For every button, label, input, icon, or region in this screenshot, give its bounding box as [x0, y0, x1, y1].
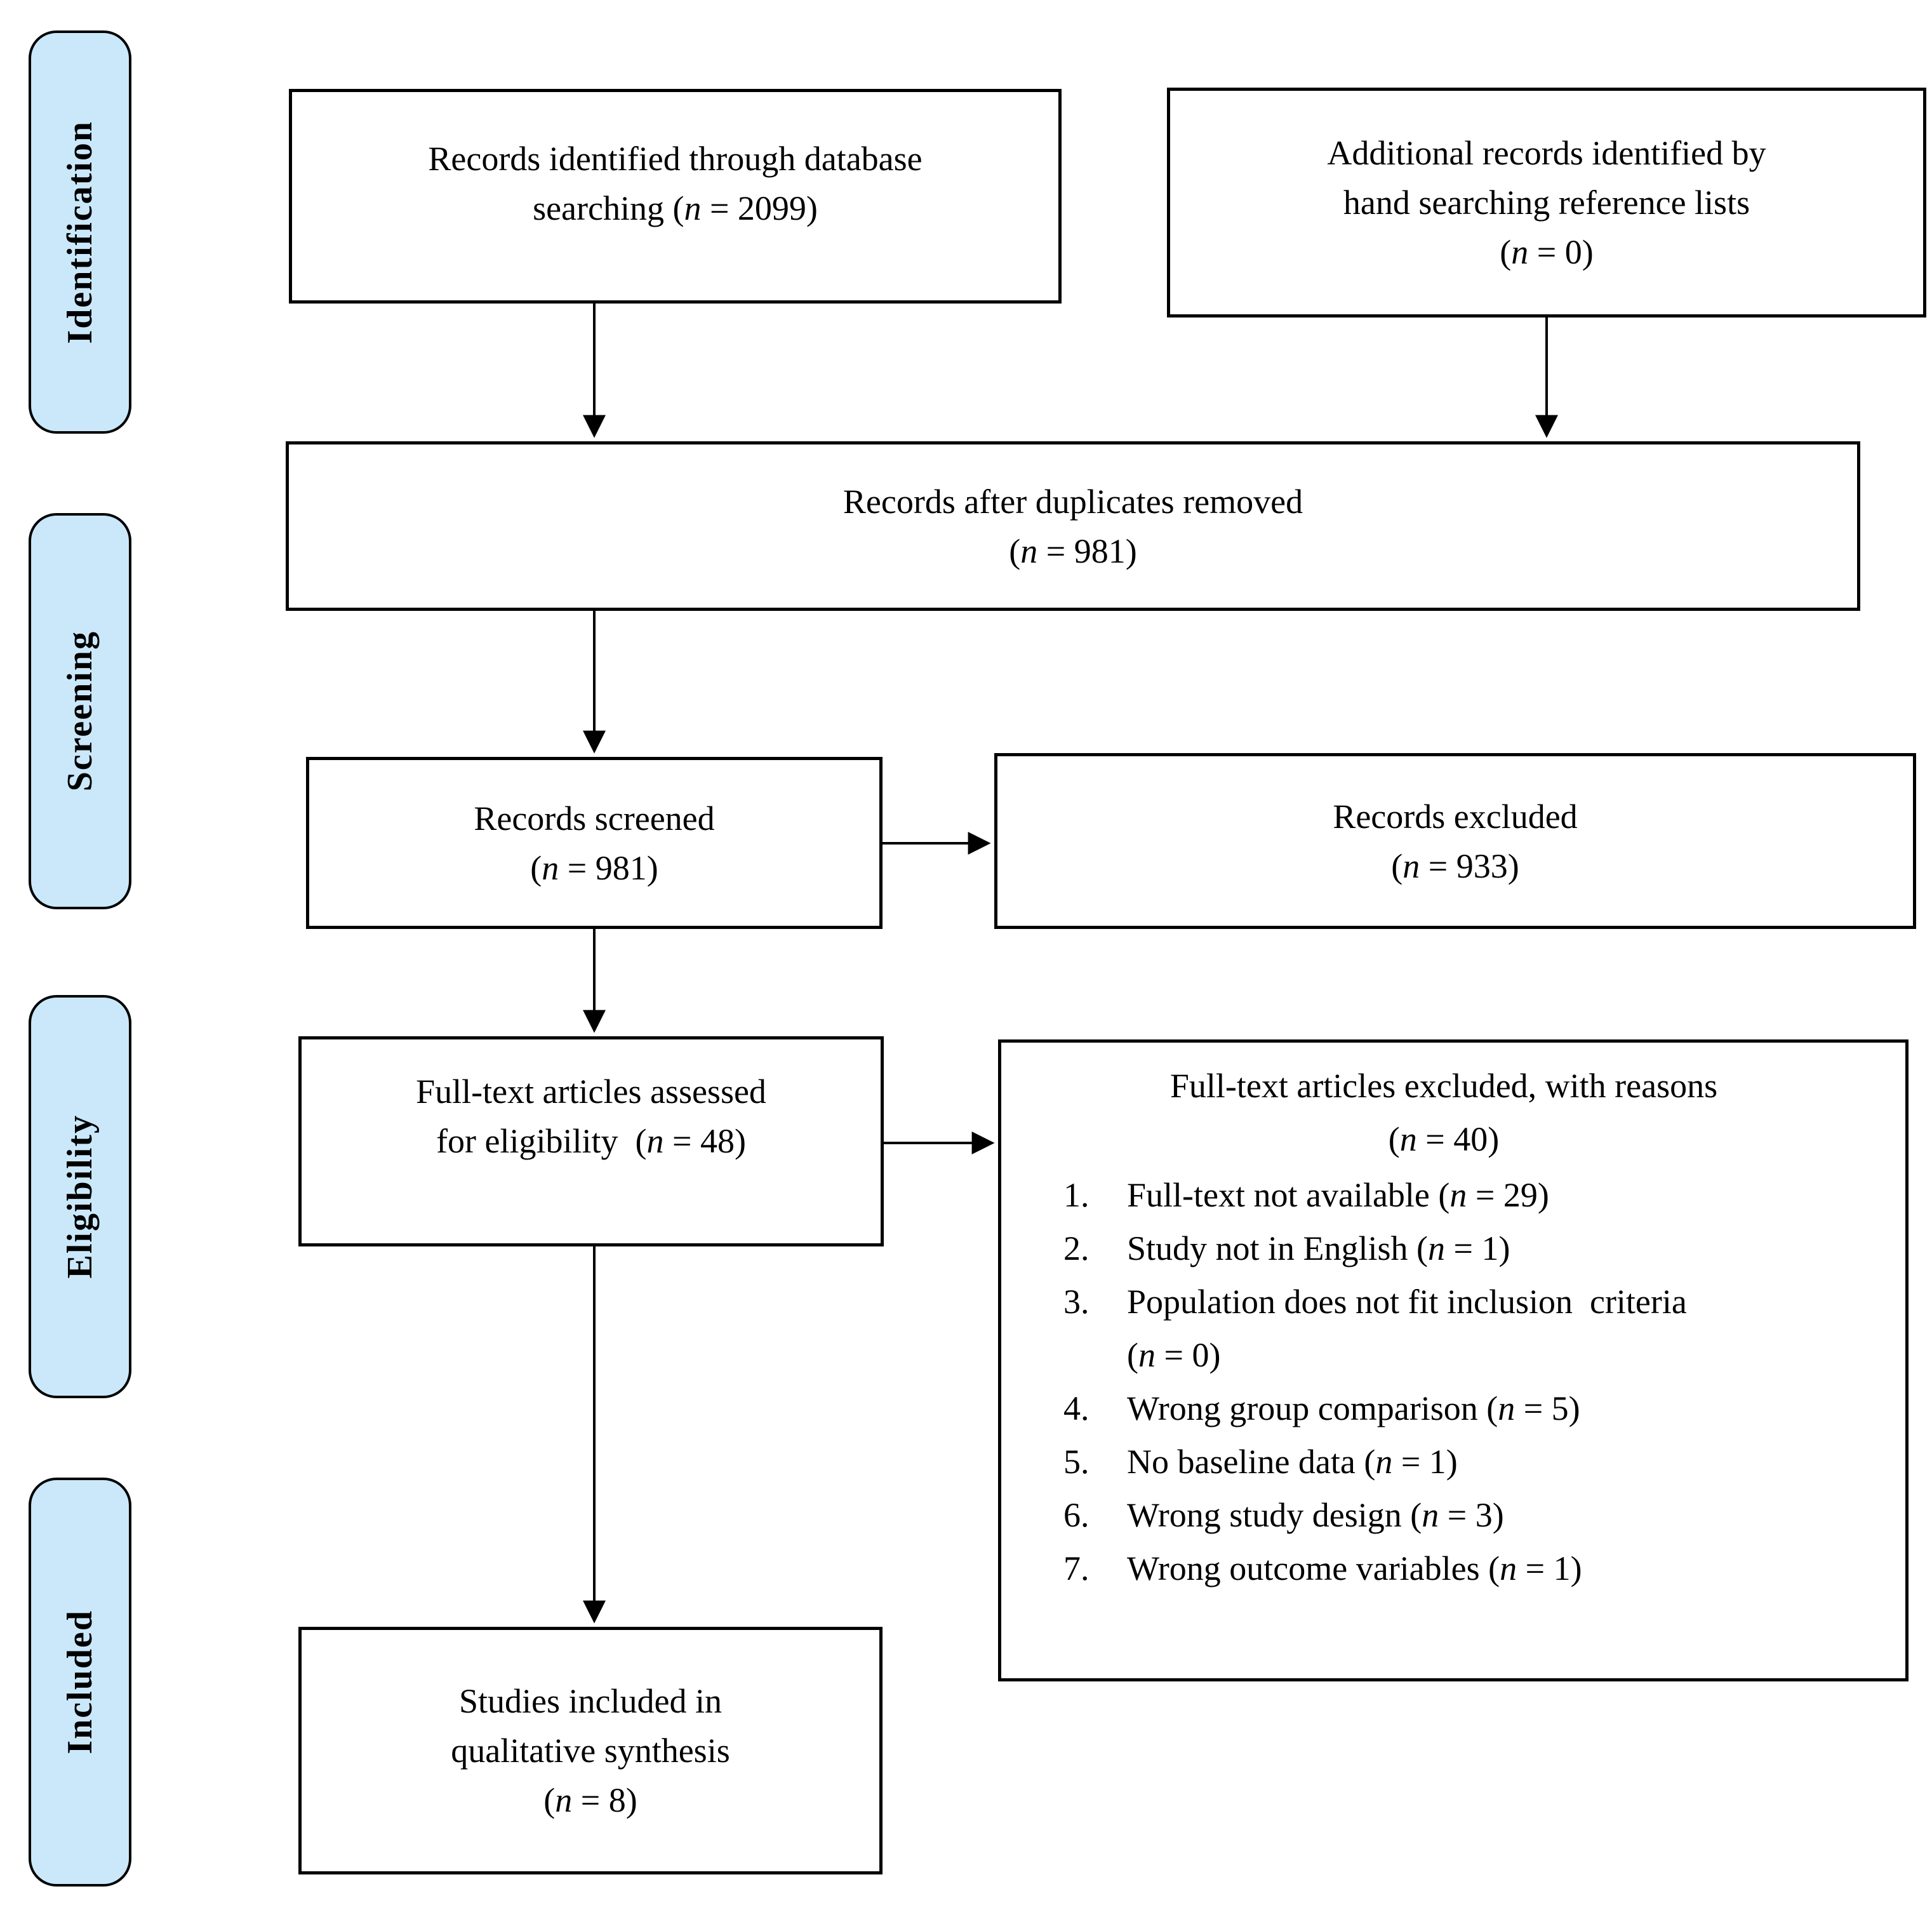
exclusion-reason-item: 1. Full-text not available (n = 29) — [1001, 1168, 1886, 1222]
text-line: qualitative synthesis — [451, 1732, 730, 1770]
exclusion-reason-item: 3. Population does not fit inclusion crit… — [1001, 1275, 1886, 1382]
box-records-after-duplicates-removed: Records after duplicates removed (n = 981… — [286, 441, 1860, 611]
exclusion-reasons-list: 1. Full-text not available (n = 29) 2. Stud… — [1001, 1168, 1886, 1595]
exclusion-reason-item: 7. Wrong outcome variables (n = 1) — [1001, 1542, 1886, 1595]
reason-number: 4. — [1063, 1389, 1089, 1427]
text-line: Population does not fit inclusion criter… — [1127, 1283, 1687, 1321]
text-line: Full-text articles excluded, with reason… — [1169, 1067, 1718, 1105]
reason-number: 7. — [1063, 1549, 1089, 1587]
reason-number: 1. — [1063, 1176, 1089, 1214]
text-line: Records after duplicates removed — [843, 482, 1303, 521]
text-line: (n = 981) — [1009, 531, 1137, 570]
text-line: Studies included in — [459, 1682, 722, 1720]
text-line: for eligibility (n = 48) — [436, 1121, 746, 1160]
text-line: hand searching reference lists — [1343, 184, 1750, 222]
text-line: Records excluded — [1333, 797, 1578, 836]
text-line: (n = 981) — [530, 848, 658, 887]
box-records-identified-database: Records identified through database searc… — [289, 89, 1062, 304]
stage-label-identification: Identification — [60, 120, 100, 344]
text-line: (n = 40) — [1388, 1120, 1500, 1158]
text-line: (n = 8) — [543, 1781, 637, 1819]
reason-number: 2. — [1063, 1229, 1089, 1267]
stage-pill-identification: Identification — [29, 30, 131, 434]
text-line: (n = 933) — [1391, 846, 1519, 885]
exclusion-reason-item: 4. Wrong group comparison (n = 5) — [1001, 1382, 1886, 1435]
reason-number: 3. — [1063, 1283, 1089, 1321]
text-line: searching (n = 2099) — [533, 189, 818, 227]
text-line: Additional records identified by — [1327, 134, 1766, 172]
reason-number: 5. — [1063, 1443, 1089, 1481]
exclusion-reasons-title: Full-text articles excluded, with reason… — [1001, 1059, 1886, 1166]
exclusion-reason-item: 6. Wrong study design (n = 3) — [1001, 1488, 1886, 1542]
text-line: Full-text not available (n = 29) — [1127, 1176, 1549, 1214]
text-line: Study not in English (n = 1) — [1127, 1229, 1510, 1267]
box-fulltext-articles-assessed: Full-text articles assessed for eligibili… — [298, 1036, 884, 1246]
exclusion-reason-item: 5. No baseline data (n = 1) — [1001, 1435, 1886, 1488]
text-line: Records identified through database — [428, 140, 923, 178]
box-records-screened: Records screened (n = 981) — [306, 757, 883, 929]
text-line: Records screened — [474, 799, 715, 838]
box-additional-records-hand-search: Additional records identified by hand sea… — [1167, 88, 1926, 317]
text-line: (n = 0) — [1127, 1336, 1221, 1374]
stage-label-included: Included — [60, 1610, 100, 1754]
stage-label-eligibility: Eligibility — [60, 1114, 100, 1279]
text-line: Full-text articles assessed — [416, 1072, 766, 1111]
stage-label-screening: Screening — [60, 631, 100, 792]
text-line: (n = 0) — [1500, 233, 1594, 271]
stage-pill-eligibility: Eligibility — [29, 995, 131, 1398]
text-line: Wrong outcome variables (n = 1) — [1127, 1549, 1582, 1587]
reason-number: 6. — [1063, 1496, 1089, 1534]
text-line: Wrong study design (n = 3) — [1127, 1496, 1504, 1534]
box-fulltext-articles-excluded-reasons: Full-text articles excluded, with reason… — [998, 1039, 1909, 1681]
text-line: No baseline data (n = 1) — [1127, 1443, 1458, 1481]
box-studies-included-qualitative: Studies included in qualitative synthesis… — [298, 1627, 883, 1874]
stage-pill-screening: Screening — [29, 513, 131, 909]
exclusion-reason-item: 2. Study not in English (n = 1) — [1001, 1222, 1886, 1275]
text-line: Wrong group comparison (n = 5) — [1127, 1389, 1580, 1427]
stage-pill-included: Included — [29, 1478, 131, 1887]
box-records-excluded: Records excluded (n = 933) — [994, 753, 1916, 929]
